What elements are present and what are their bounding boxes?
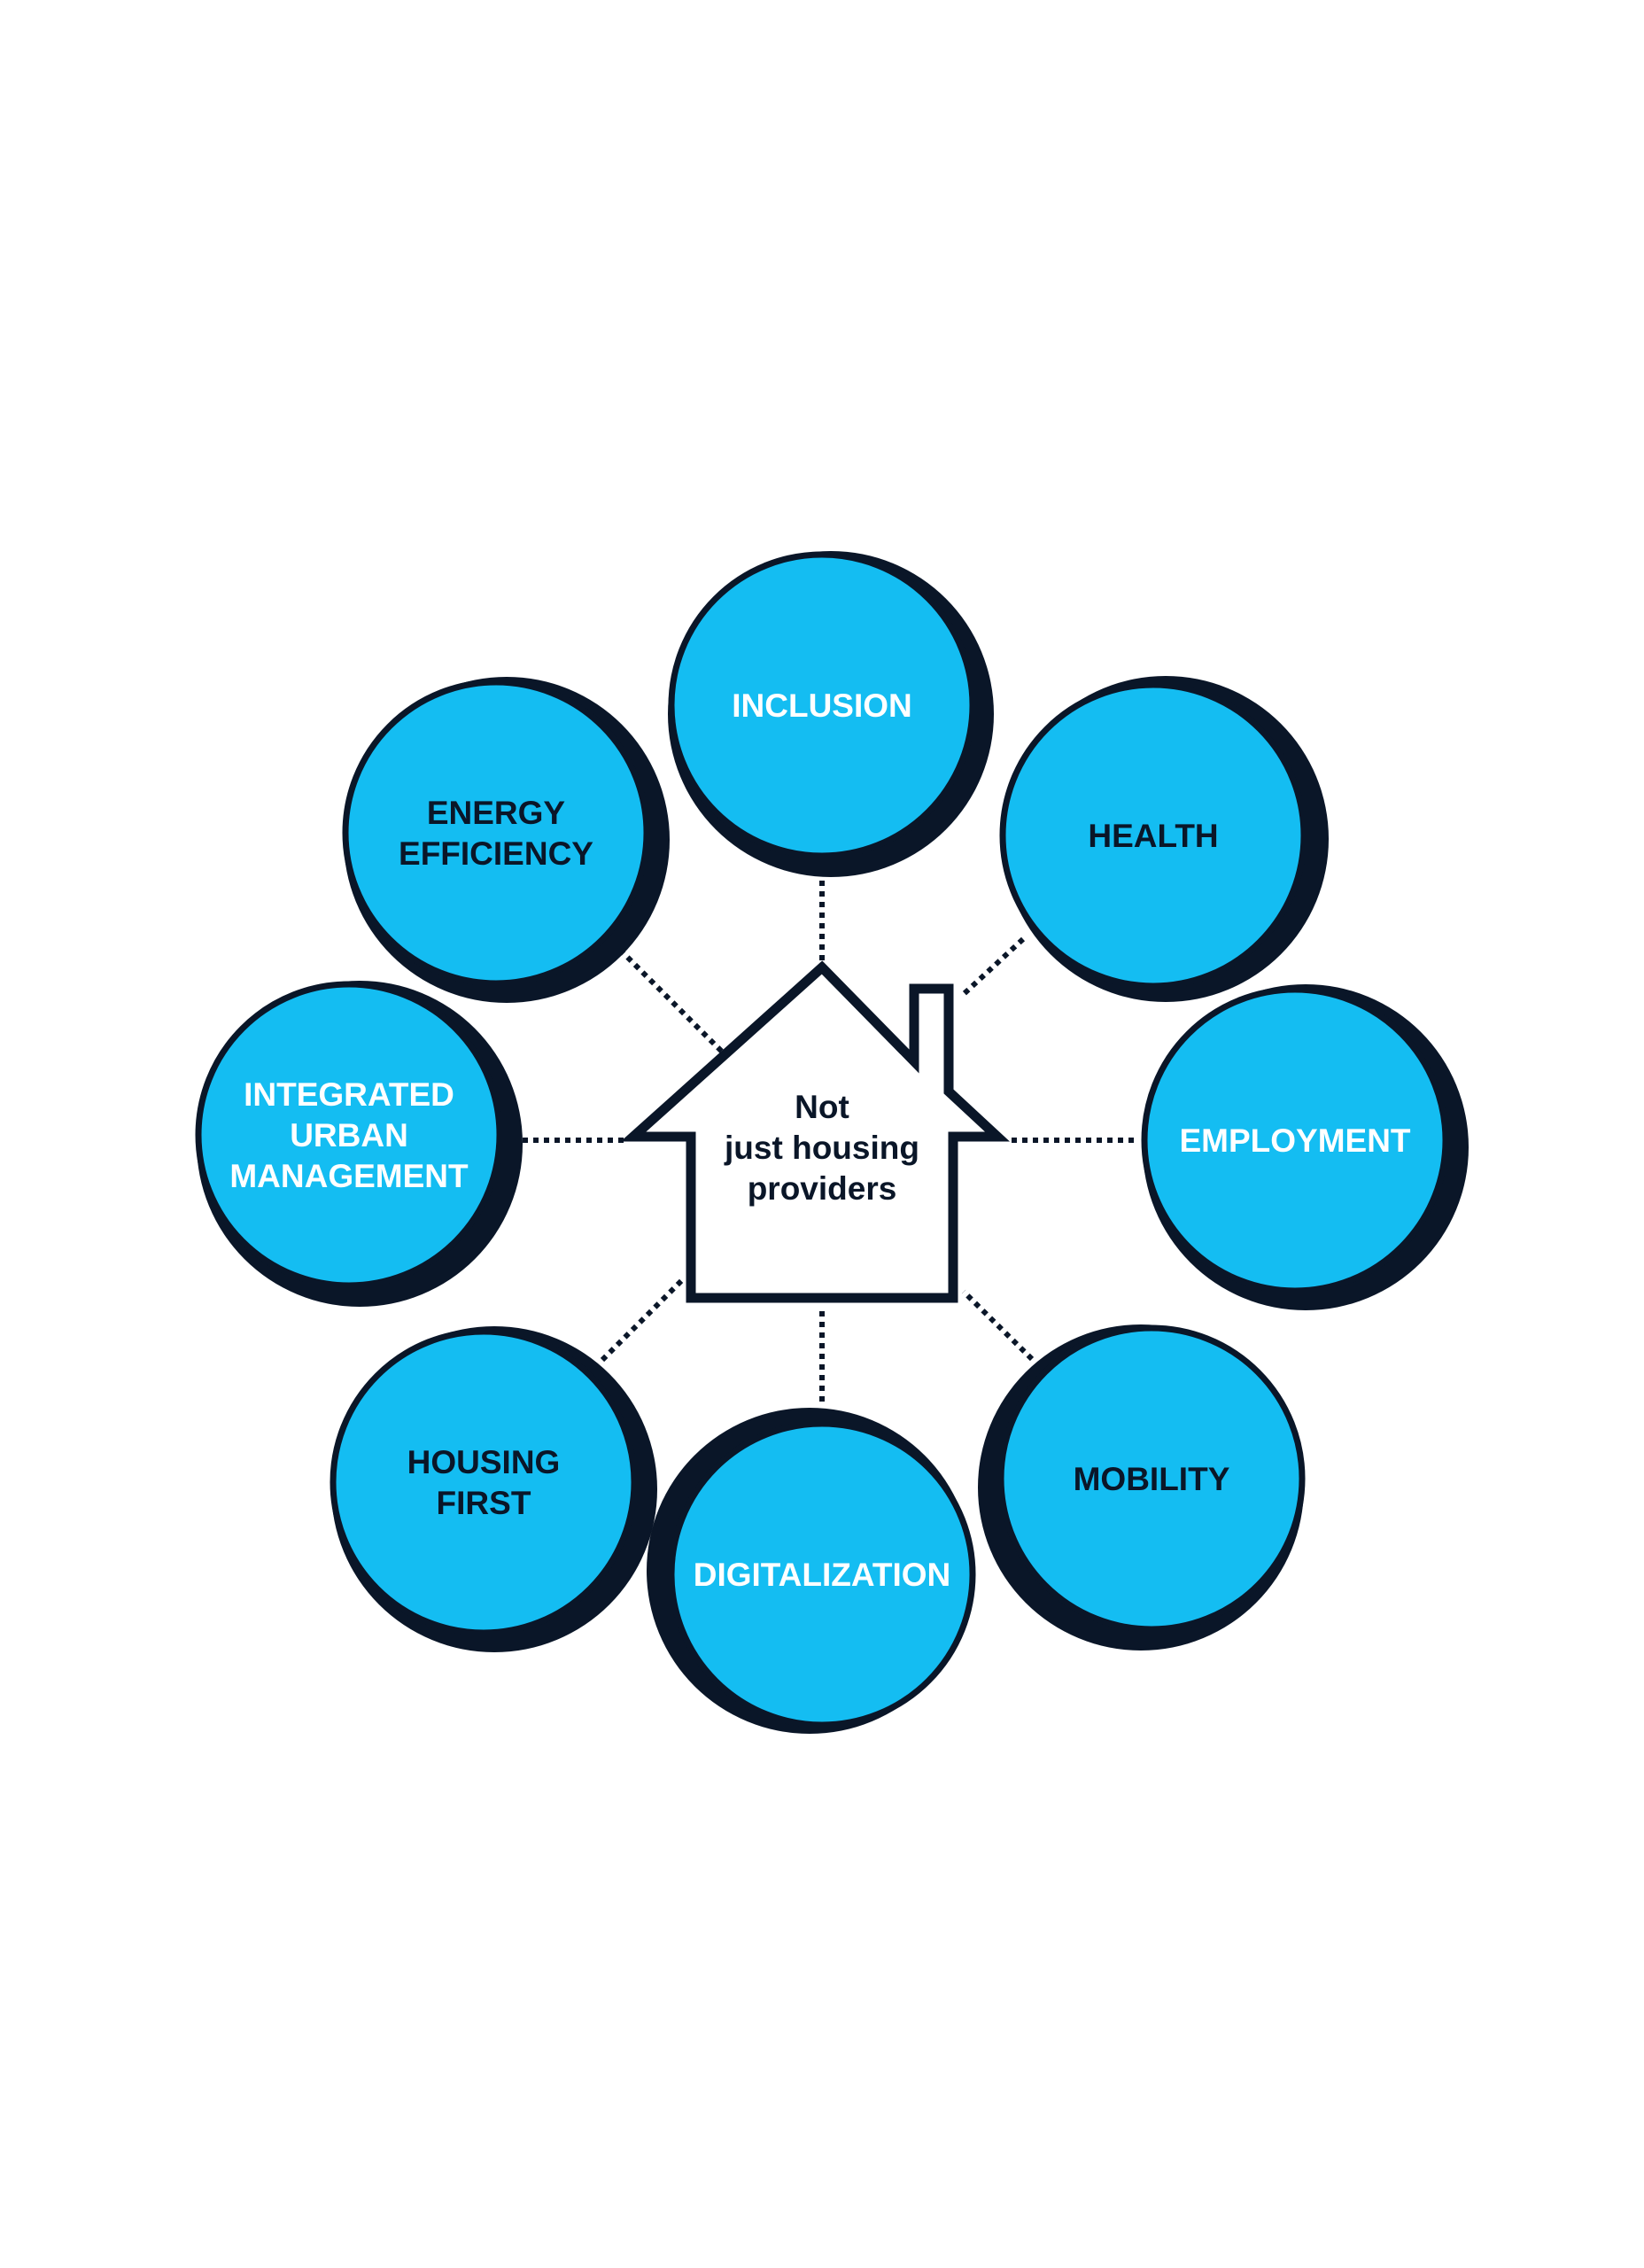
node-label-line: INTEGRATED xyxy=(244,1076,454,1113)
node-digitalization: DIGITALIZATION xyxy=(647,1408,976,1734)
node-label-mobility: MOBILITY xyxy=(1074,1461,1230,1497)
node-mobility: MOBILITY xyxy=(978,1324,1306,1651)
node-circle-digitalization xyxy=(668,1420,976,1728)
house-outline xyxy=(620,960,1011,1303)
node-energy-efficiency: ENERGY EFFICIENCY xyxy=(342,677,670,1003)
node-label-line: FIRST xyxy=(437,1485,531,1521)
node-label-line: DIGITALIZATION xyxy=(694,1557,950,1593)
center-label-line: just housing xyxy=(724,1130,919,1166)
node-circle-health xyxy=(999,681,1307,990)
node-label-health: HEALTH xyxy=(1088,818,1218,854)
node-employment: EMPLOYMENT xyxy=(1141,984,1469,1310)
node-label-line: INCLUSION xyxy=(732,687,912,724)
node-circle-mobility xyxy=(997,1324,1306,1633)
node-label-employment: EMPLOYMENT xyxy=(1179,1122,1410,1159)
center-label-line: providers xyxy=(748,1170,897,1207)
topic-nodes: INCLUSION HEALTH EMPLOYMENT MOBILITY DIGITAL… xyxy=(195,551,1469,1734)
node-circle-inclusion xyxy=(668,551,976,859)
node-integrated-urban-management: INTEGRATED URBAN MANAGEMENT xyxy=(195,981,523,1307)
connector-housing-first xyxy=(600,1278,685,1363)
node-inclusion: INCLUSION xyxy=(668,551,994,877)
node-circle-energy-efficiency xyxy=(342,679,650,987)
node-label-housing-first: HOUSING FIRST xyxy=(407,1444,561,1521)
node-circle-employment xyxy=(1141,986,1449,1294)
node-circle-housing-first xyxy=(330,1328,638,1636)
node-label-digitalization: DIGITALIZATION xyxy=(694,1557,950,1593)
node-label-line: ENERGY xyxy=(427,795,566,831)
node-label-energy-efficiency: ENERGY EFFICIENCY xyxy=(399,795,593,872)
connector-mobility xyxy=(961,1289,1035,1362)
node-label-line: URBAN xyxy=(290,1117,408,1153)
center-label: Not just housing providers xyxy=(724,1089,919,1207)
node-label-line: HOUSING xyxy=(407,1444,561,1480)
house-icon: Not just housing providers xyxy=(620,960,1011,1303)
node-label-line: HEALTH xyxy=(1088,818,1218,854)
connector-lines xyxy=(523,870,1134,1404)
center-label-line: Not xyxy=(795,1089,849,1125)
node-label-line: EMPLOYMENT xyxy=(1179,1122,1410,1159)
node-housing-first: HOUSING FIRST xyxy=(330,1326,657,1652)
node-health: HEALTH xyxy=(999,676,1329,1002)
connector-health xyxy=(961,936,1026,997)
node-label-integrated-urban-management: INTEGRATED URBAN MANAGEMENT xyxy=(229,1076,469,1194)
connector-energy-efficiency xyxy=(617,947,725,1055)
node-label-line: MOBILITY xyxy=(1074,1461,1230,1497)
node-label-line: EFFICIENCY xyxy=(399,835,593,872)
node-label-inclusion: INCLUSION xyxy=(732,687,912,724)
node-circle-integrated-urban-management xyxy=(195,981,503,1289)
node-label-line: MANAGEMENT xyxy=(229,1158,469,1194)
